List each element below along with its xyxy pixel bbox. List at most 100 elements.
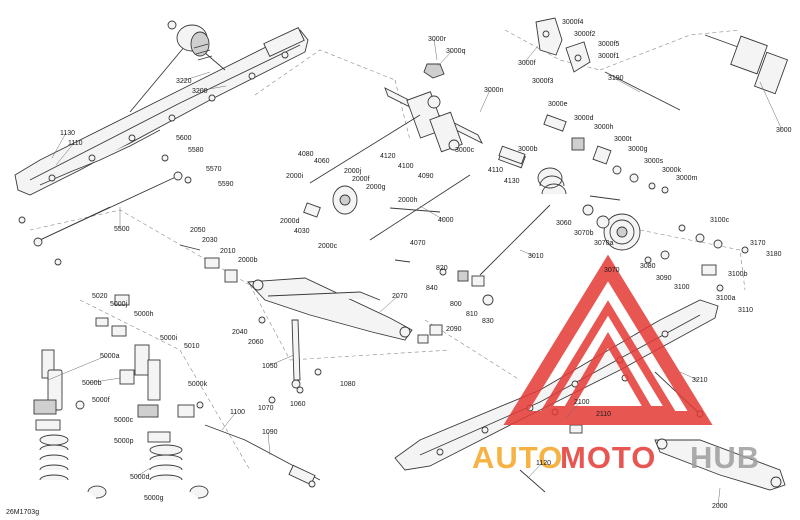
callout-3000r: 3000r bbox=[428, 36, 447, 43]
torsion-spring bbox=[479, 167, 621, 276]
callout-4080: 4080 bbox=[298, 151, 314, 158]
callout-3000f: 3000f bbox=[518, 60, 536, 67]
leader-line-1050 bbox=[267, 354, 295, 367]
callout-1100: 1100 bbox=[230, 409, 245, 416]
callout-3000d: 3000d bbox=[574, 115, 594, 122]
callout-2000h: 2000h bbox=[398, 197, 418, 204]
link-1050 bbox=[268, 319, 322, 404]
callout-5000b: 5000b bbox=[82, 380, 102, 387]
callout-4000: 4000 bbox=[438, 217, 454, 224]
callout-2090: 2090 bbox=[446, 326, 462, 333]
pivot-bracket bbox=[535, 17, 591, 73]
callout-810: 810 bbox=[466, 311, 478, 318]
callout-5000p: 5000p bbox=[114, 438, 134, 445]
callout-3000q: 3000q bbox=[446, 48, 466, 55]
callout-3000c: 3000c bbox=[455, 147, 475, 154]
watermark-text-moto: MOTO bbox=[560, 440, 656, 475]
shock-5000 bbox=[33, 349, 107, 499]
callout-3070: 3070 bbox=[604, 267, 620, 274]
callout-2030: 2030 bbox=[202, 237, 218, 244]
callout-3100: 3100 bbox=[674, 284, 690, 291]
leader-line-1120 bbox=[527, 462, 543, 479]
callout-1060: 1060 bbox=[290, 401, 306, 408]
callout-3000f3: 3000f3 bbox=[532, 78, 554, 85]
callout-3000n: 3000n bbox=[484, 87, 504, 94]
callout-3210: 3210 bbox=[692, 377, 708, 384]
callout-3000s: 3000s bbox=[644, 158, 664, 165]
callout-4120: 4120 bbox=[380, 153, 396, 160]
rear-arm bbox=[179, 244, 443, 344]
callout-4090: 4090 bbox=[418, 173, 434, 180]
callout-1070: 1070 bbox=[258, 405, 274, 412]
leader-line-2100 bbox=[565, 401, 581, 419]
callout-4070: 4070 bbox=[410, 240, 426, 247]
callout-5000d: 5000d bbox=[130, 474, 150, 481]
leader-line-3000 bbox=[759, 81, 783, 131]
center-links bbox=[303, 114, 526, 263]
callout-5000i: 5000i bbox=[160, 335, 178, 342]
callout-800: 800 bbox=[450, 301, 462, 308]
callout-5000c: 5000c bbox=[114, 417, 134, 424]
callout-3000k: 3000k bbox=[662, 167, 682, 174]
leader-line-5000a bbox=[47, 355, 107, 381]
leader-line-5000d bbox=[135, 467, 151, 478]
callout-4100: 4100 bbox=[398, 163, 414, 170]
callout-5000k: 5000k bbox=[188, 381, 208, 388]
leader-line-3000r bbox=[433, 38, 438, 61]
callout-3220: 3220 bbox=[176, 78, 192, 85]
leader-line-1130 bbox=[51, 132, 67, 159]
leader-line-1090 bbox=[267, 431, 271, 456]
left-rail-upper bbox=[14, 27, 309, 196]
watermark-text-hub: HUB bbox=[690, 440, 760, 475]
callout-4110: 4110 bbox=[488, 167, 503, 174]
leader-line-3000q bbox=[437, 50, 453, 67]
axles bbox=[177, 401, 321, 488]
callout-1120: 1120 bbox=[536, 460, 551, 467]
leader-line-3200 bbox=[197, 85, 227, 92]
leader-line-3000f bbox=[523, 45, 539, 64]
leader-line-3010 bbox=[519, 249, 535, 257]
leader-line-4000 bbox=[419, 205, 445, 221]
leader-line-1100 bbox=[221, 411, 237, 431]
callout-3000e: 3000e bbox=[548, 101, 568, 108]
callout-labels: 3000r3000q3000f43000f23000f53000f3000f13… bbox=[47, 19, 792, 510]
callout-3180: 3180 bbox=[766, 251, 782, 258]
callout-2040: 2040 bbox=[232, 329, 248, 336]
callout-2000c: 2000c bbox=[318, 243, 338, 250]
callout-5000a: 5000a bbox=[100, 353, 120, 360]
callout-3000b: 3000b bbox=[518, 146, 538, 153]
callout-5570: 5570 bbox=[206, 166, 222, 173]
callout-2000: 2000 bbox=[712, 503, 728, 510]
watermark-text-auto: AUTO bbox=[472, 440, 563, 475]
callout-2060: 2060 bbox=[248, 339, 264, 346]
callout-3000f1: 3000f1 bbox=[598, 53, 620, 60]
leader-line-3000n bbox=[479, 89, 491, 113]
callout-3000f5: 3000f5 bbox=[598, 41, 620, 48]
callout-4130: 4130 bbox=[504, 178, 520, 185]
idler-wheel bbox=[582, 204, 641, 251]
callout-5000j: 5000j bbox=[110, 301, 128, 308]
right-hardware bbox=[644, 224, 749, 292]
callout-3000t: 3000t bbox=[614, 136, 632, 143]
callout-3060: 3060 bbox=[556, 220, 572, 227]
callout-1110: 1110 bbox=[68, 140, 83, 147]
callout-1090: 1090 bbox=[262, 429, 278, 436]
leader-line-2070 bbox=[379, 295, 399, 313]
center-bushings bbox=[439, 268, 494, 306]
callout-2010: 2010 bbox=[220, 248, 236, 255]
callout-5600: 5600 bbox=[176, 135, 192, 142]
callout-5580: 5580 bbox=[188, 147, 204, 154]
callout-1130: 1130 bbox=[60, 130, 75, 137]
callout-3000f2: 3000f2 bbox=[574, 31, 596, 38]
callout-1050: 1050 bbox=[262, 363, 278, 370]
callout-3100a: 3100a bbox=[716, 295, 736, 302]
callout-2000j: 2000j bbox=[344, 168, 362, 175]
callout-3190: 3190 bbox=[608, 75, 624, 82]
callout-830: 830 bbox=[482, 318, 494, 325]
callout-820: 820 bbox=[436, 265, 448, 272]
callout-2000d: 2000d bbox=[280, 218, 300, 225]
callout-2100: 2100 bbox=[574, 399, 590, 406]
callout-5000h: 5000h bbox=[134, 311, 154, 318]
